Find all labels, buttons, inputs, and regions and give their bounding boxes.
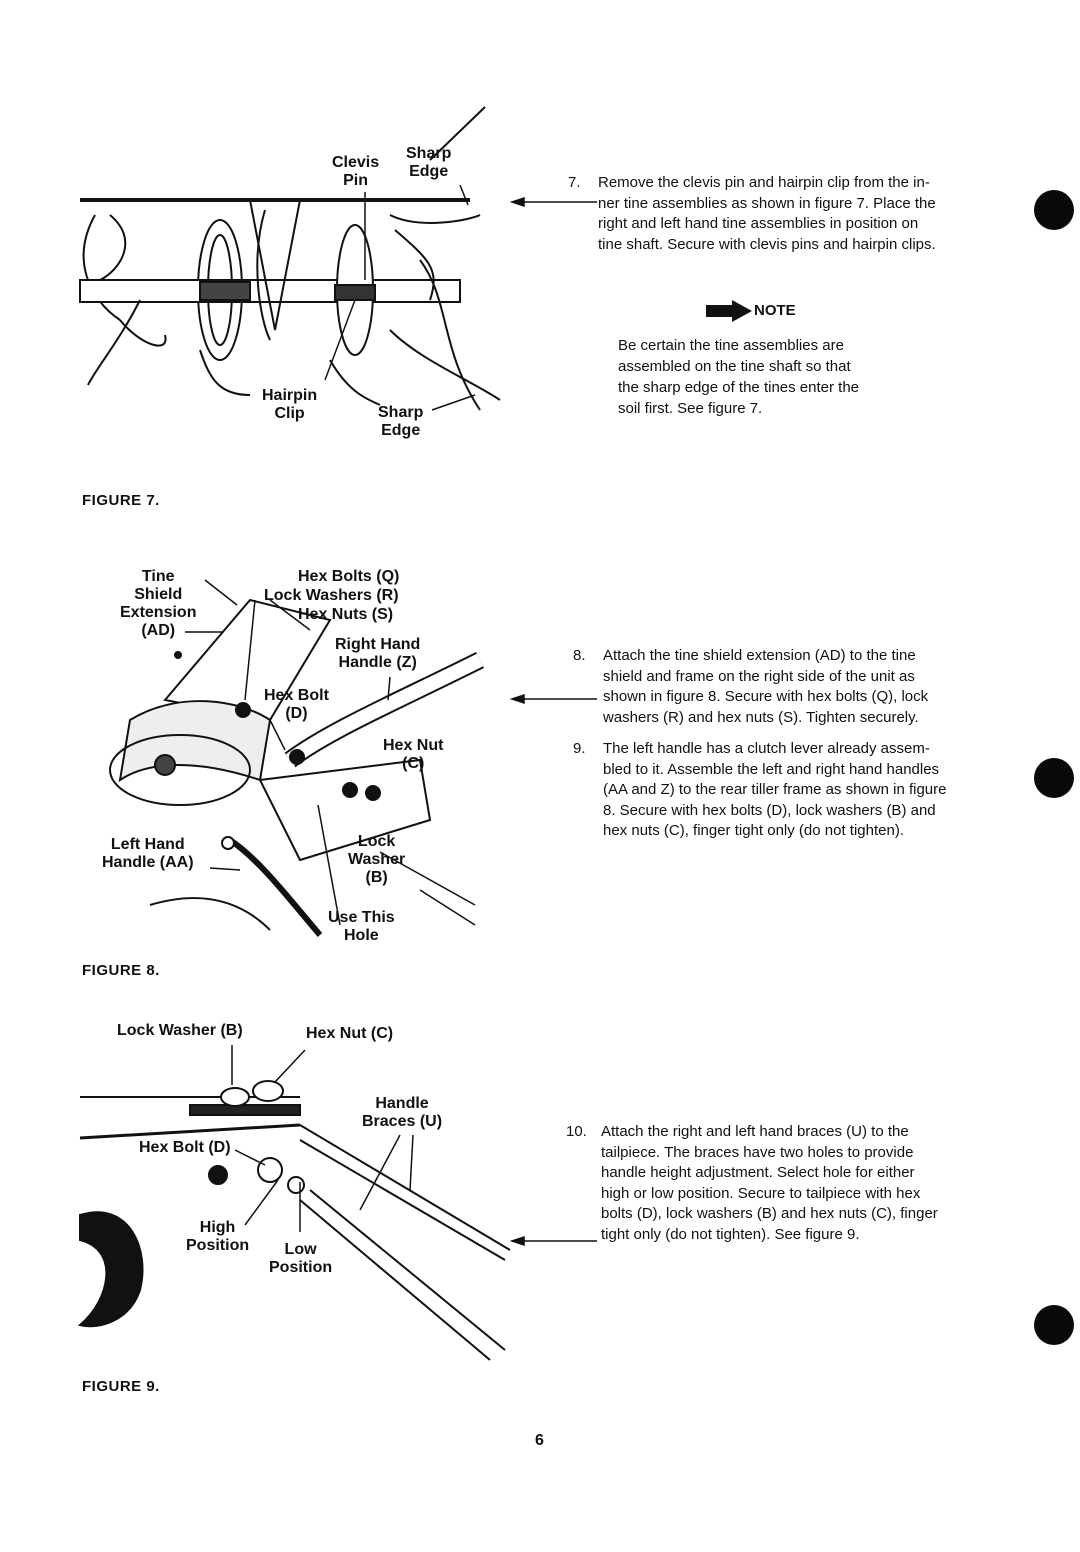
step-8-number: 8. [573, 647, 586, 664]
label-hex-bolt-d-fig9: Hex Bolt (D) [139, 1139, 231, 1156]
label-left-hand-handle: Left Hand Handle (AA) [102, 836, 194, 871]
label-hex-bolts-q: Hex Bolts (Q) [298, 568, 400, 585]
step-8: 8. Attach the tine shield extension (AD)… [573, 646, 1013, 736]
step-7-number: 7. [568, 174, 581, 191]
binder-hole-middle [1034, 758, 1074, 798]
step-8-text: Attach the tine shield extension (AD) to… [603, 647, 929, 726]
step-10-text: Attach the right and left hand braces (U… [601, 1123, 938, 1243]
binder-hole-bottom [1034, 1305, 1074, 1345]
label-handle-braces: Handle Braces (U) [362, 1095, 443, 1130]
label-lock-washer-b-fig9: Lock Washer (B) [117, 1022, 243, 1039]
arrow-left-icon [509, 196, 525, 208]
label-high-position: High Position [186, 1219, 250, 1254]
note-heading-text: NOTE [754, 302, 796, 319]
step-9: 9. The left handle has a clutch lever al… [573, 739, 1013, 849]
label-lock-washers-r: Lock Washers (R) [264, 587, 399, 604]
arrow-left-icon [509, 1235, 525, 1247]
label-use-this-hole: Use This Hole [328, 909, 395, 944]
label-right-hand-handle: Right Hand Handle (Z) [335, 636, 421, 671]
label-sharp-edge-bottom: Sharp Edge [378, 404, 424, 439]
figure-9-caption: FIGURE 9. [82, 1378, 160, 1395]
label-tine-shield-extension: Tine Shield Extension (AD) [120, 568, 197, 639]
binder-hole-top [1034, 190, 1074, 230]
label-clevis-pin: Clevis Pin [332, 154, 380, 189]
note-body: Be certain the tine assemblies are assem… [618, 337, 860, 417]
note-arrow-icon [706, 300, 752, 322]
label-hairpin-clip: Hairpin Clip [262, 387, 318, 422]
page-number: 6 [535, 1432, 544, 1449]
step-9-number: 9. [573, 740, 586, 757]
step-10: 10. Attach the right and left hand brace… [566, 1122, 1011, 1252]
figure-8-caption: FIGURE 8. [82, 962, 160, 979]
label-hex-bolt-d: Hex Bolt (D) [264, 687, 329, 722]
label-hex-nut-c-fig9: Hex Nut (C) [306, 1025, 394, 1042]
step-7: 7. Remove the clevis pin and hairpin cli… [568, 173, 1008, 263]
label-low-position: Low Position [269, 1241, 333, 1276]
label-hex-nuts-s: Hex Nuts (S) [298, 606, 394, 623]
figure-7-caption: FIGURE 7. [82, 492, 160, 509]
arrow-left-icon [509, 693, 525, 705]
label-lock-washer-b: Lock Washer (B) [348, 833, 406, 886]
step-7-text: Remove the clevis pin and hairpin clip f… [598, 174, 936, 253]
label-sharp-edge-top: Sharp Edge [406, 145, 452, 180]
step-10-number: 10. [566, 1123, 587, 1140]
step-9-text: The left handle has a clutch lever alrea… [603, 740, 947, 839]
label-hex-nut-c: Hex Nut (C) [383, 737, 444, 772]
